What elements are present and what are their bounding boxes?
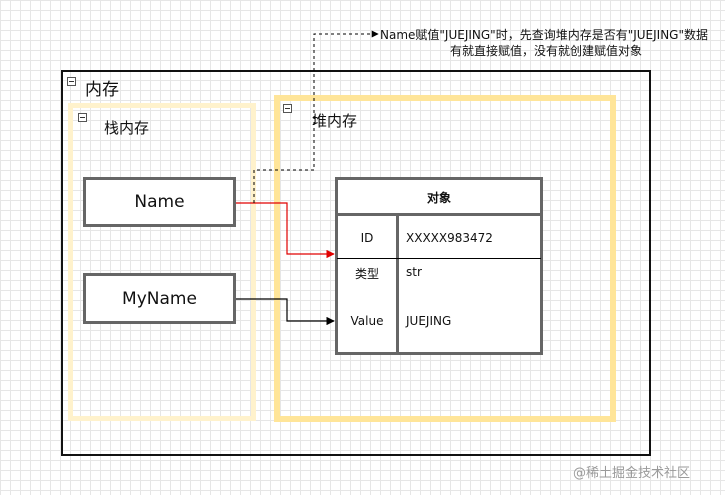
- var-name-label: Name: [134, 192, 185, 212]
- myname-to-object-arrow: [236, 298, 335, 326]
- object-value-type: str: [406, 265, 422, 279]
- object-value-id: XXXXX983472: [406, 231, 493, 245]
- stack-label: 栈内存: [104, 119, 150, 137]
- object-table[interactable]: [335, 177, 543, 355]
- note-dashed-arrow: [253, 30, 379, 203]
- heap-container: [274, 95, 616, 422]
- object-key-id: ID: [360, 231, 374, 245]
- object-value-value: JUEJING: [406, 314, 452, 328]
- note-line-1: Name赋值"JUEJING"时，先查询堆内存是否有"JUEJING"数据: [380, 28, 708, 42]
- object-key-type: 类型: [354, 267, 379, 281]
- object-key-value: Value: [350, 314, 384, 328]
- note-line-2: 有就直接赋值，没有就创建赋值对象: [449, 44, 642, 58]
- object-row-divider: [337, 258, 541, 259]
- collapse-heap-icon[interactable]: [283, 104, 292, 113]
- var-myname-label: MyName: [122, 288, 197, 309]
- memory-container: [61, 70, 651, 456]
- var-myname-box[interactable]: MyName: [83, 273, 236, 324]
- stack-container: [68, 103, 256, 421]
- memory-label: 内存: [85, 80, 119, 100]
- object-column-divider: [396, 215, 399, 355]
- object-header-divider: [335, 213, 543, 216]
- object-title: 对象: [426, 191, 451, 205]
- var-name-box[interactable]: Name: [83, 177, 236, 227]
- heap-label: 堆内存: [312, 112, 358, 130]
- name-to-object-arrow: [236, 202, 335, 259]
- watermark: @稀土掘金技术社区: [573, 466, 691, 481]
- collapse-memory-icon[interactable]: [67, 77, 76, 86]
- collapse-stack-icon[interactable]: [78, 113, 87, 122]
